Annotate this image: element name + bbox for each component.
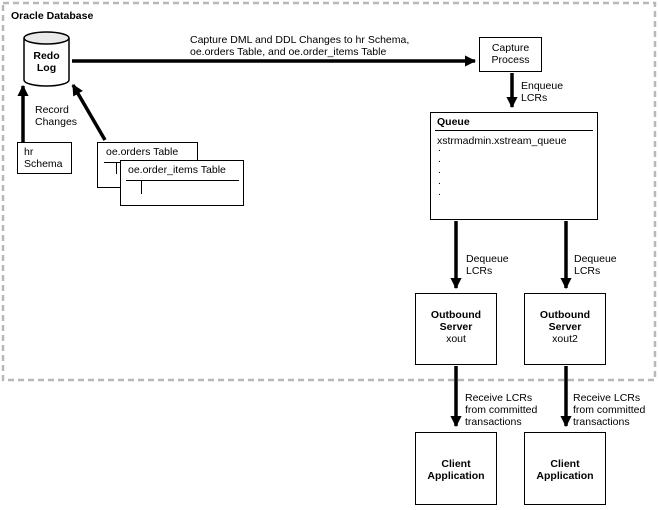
order-items-table-label: oe.order_items Table: [128, 164, 226, 176]
outbound-server-xout2-label: Outbound Server xout2: [525, 309, 605, 345]
client-right-line1: Client: [550, 458, 580, 470]
redo-log-line1: Redo: [33, 50, 60, 62]
redo-log-label: Redo Log: [24, 50, 69, 74]
queue-dot: .: [438, 164, 441, 176]
dequeue-left-label: Dequeue LCRs: [466, 253, 509, 277]
queue-title-rule: [435, 130, 593, 131]
client-application-left-label: Client Application: [416, 458, 496, 482]
dequeue-left-line1: Dequeue: [466, 253, 509, 265]
enqueue-line1: Enqueue: [521, 80, 564, 92]
capture-process-label: Capture Process: [480, 42, 541, 66]
hr-schema-label: hr Schema: [24, 146, 63, 170]
queue-dot: .: [438, 186, 441, 198]
queue-box: Queue xstrmadmin.xstream_queue . . . . .: [430, 112, 598, 220]
outbound-right-line2: Server: [548, 321, 582, 333]
hr-schema-line1: hr: [24, 146, 34, 158]
dequeue-right-label: Dequeue LCRs: [574, 253, 617, 277]
redo-log-cylinder: [23, 31, 70, 87]
record-changes-line1: Record: [35, 104, 69, 116]
outbound-server-xout-label: Outbound Server xout: [416, 309, 496, 345]
orders-table-label: oe.orders Table: [106, 146, 179, 158]
orders-table-column-line: [116, 162, 117, 174]
outbound-left-line1: Outbound: [430, 309, 482, 321]
client-application-right-label: Client Application: [525, 458, 605, 482]
outbound-left-name: xout: [446, 333, 466, 345]
queue-name: xstrmadmin.xstream_queue: [437, 135, 567, 147]
capture-description-line1: Capture DML and DDL Changes to hr Schema…: [190, 34, 410, 46]
client-left-line2: Application: [427, 470, 485, 482]
capture-description-line2: oe.orders Table, and oe.order_items Tabl…: [190, 46, 387, 58]
capture-process-box: Capture Process: [479, 37, 542, 72]
queue-dot: .: [438, 142, 441, 154]
oracle-database-label: Oracle Database: [11, 10, 94, 22]
queue-ellipsis: . . . . .: [438, 143, 441, 198]
record-changes-line2: Changes: [35, 116, 78, 128]
queue-dot: .: [438, 175, 441, 187]
oe-record-arrow: [71, 84, 107, 141]
receive-right-label: Receive LCRs from committed transactions: [573, 392, 645, 428]
receive-right-line3: transactions: [573, 416, 630, 428]
receive-left-label: Receive LCRs from committed transactions: [465, 392, 537, 428]
receive-right-line1: Receive LCRs: [573, 392, 641, 404]
outbound-right-line1: Outbound: [539, 309, 591, 321]
capture-process-line1: Capture: [491, 42, 530, 54]
capture-description: Capture DML and DDL Changes to hr Schema…: [190, 34, 409, 58]
dequeue-right-line2: LCRs: [574, 265, 601, 277]
enqueue-line2: LCRs: [521, 92, 548, 104]
receive-left-line2: from committed: [465, 404, 538, 416]
outbound-left-line2: Server: [439, 321, 473, 333]
client-left-line1: Client: [441, 458, 471, 470]
hr-schema-line2: Schema: [24, 158, 63, 170]
dequeue-right-line1: Dequeue: [574, 253, 617, 265]
client-right-line2: Application: [536, 470, 594, 482]
receive-right-line2: from committed: [573, 404, 646, 416]
outbound-server-xout-box: Outbound Server xout: [415, 293, 497, 365]
order-items-table-box: oe.order_items Table: [120, 160, 244, 206]
outbound-right-name: xout2: [552, 333, 578, 345]
queue-title: Queue: [437, 116, 470, 128]
queue-dot: .: [438, 153, 441, 165]
client-application-left-box: Client Application: [415, 432, 497, 505]
redo-log-line2: Log: [36, 62, 57, 74]
hr-schema-box: hr Schema: [17, 142, 72, 174]
dequeue-left-line2: LCRs: [466, 265, 493, 277]
outbound-server-xout2-box: Outbound Server xout2: [524, 293, 606, 365]
receive-left-line3: transactions: [465, 416, 522, 428]
receive-left-line1: Receive LCRs: [465, 392, 533, 404]
capture-process-line2: Process: [491, 54, 530, 66]
enqueue-label: Enqueue LCRs: [521, 80, 563, 104]
order-items-table-column-line: [141, 180, 142, 194]
record-changes-label: Record Changes: [35, 104, 77, 128]
order-items-table-header-line: [126, 180, 239, 181]
client-application-right-box: Client Application: [524, 432, 606, 505]
oracle-database-boundary: [1, 1, 657, 382]
